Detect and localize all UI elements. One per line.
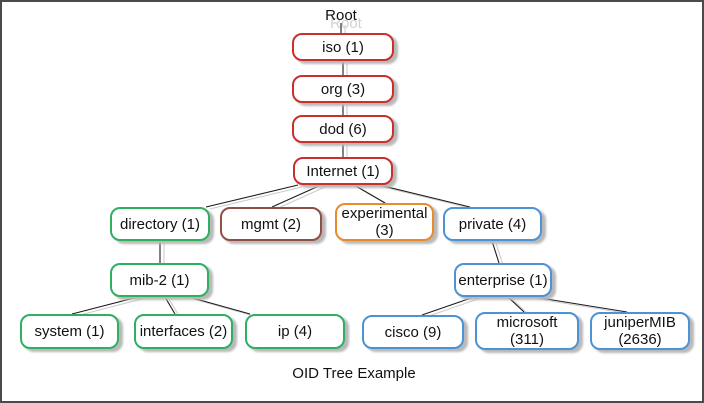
- node-private: private (4): [443, 207, 542, 241]
- diagram-caption: OID Tree Example: [292, 365, 416, 382]
- node-org: org (3): [292, 75, 394, 103]
- node-microsoft: microsoft (311): [475, 312, 579, 350]
- node-system-label: system (1): [34, 323, 105, 340]
- node-junipermib-label: juniperMIB (2636): [604, 314, 676, 348]
- node-mib2-label: mib-2 (1): [129, 271, 190, 289]
- node-internet-label: Internet (1): [306, 162, 380, 180]
- node-org-label: org (3): [320, 80, 366, 98]
- node-experimental: experimental (3): [335, 203, 434, 241]
- node-mgmt: mgmt (2): [220, 207, 322, 241]
- node-directory: directory (1): [110, 207, 210, 241]
- node-experimental-label: experimental (3): [341, 205, 428, 239]
- node-dod: dod (6): [292, 115, 394, 143]
- root-label-shadow: Root: [330, 15, 362, 32]
- root-label: Root: [325, 7, 357, 24]
- node-mgmt-label: mgmt (2): [241, 215, 301, 233]
- node-iso-label: iso (1): [322, 38, 364, 56]
- node-ip: ip (4): [245, 314, 345, 349]
- node-cisco: cisco (9): [362, 315, 464, 349]
- node-mib2: mib-2 (1): [110, 263, 209, 297]
- node-internet: Internet (1): [293, 157, 393, 185]
- node-microsoft-label: microsoft (311): [496, 314, 558, 348]
- connector-lines: [71, 23, 628, 316]
- node-enterprise: enterprise (1): [454, 263, 552, 297]
- node-private-label: private (4): [458, 215, 527, 233]
- node-cisco-label: cisco (9): [384, 323, 442, 341]
- node-dod-label: dod (6): [319, 120, 367, 138]
- node-iso: iso (1): [292, 33, 394, 61]
- node-interfaces: interfaces (2): [134, 314, 233, 349]
- connector-shadow-lines: [75, 25, 632, 318]
- node-junipermib: juniperMIB (2636): [590, 312, 690, 350]
- node-enterprise-label: enterprise (1): [458, 271, 548, 289]
- node-interfaces-label: interfaces (2): [139, 323, 228, 340]
- node-ip-label: ip (4): [277, 323, 313, 340]
- node-system: system (1): [20, 314, 119, 349]
- node-directory-label: directory (1): [119, 215, 201, 233]
